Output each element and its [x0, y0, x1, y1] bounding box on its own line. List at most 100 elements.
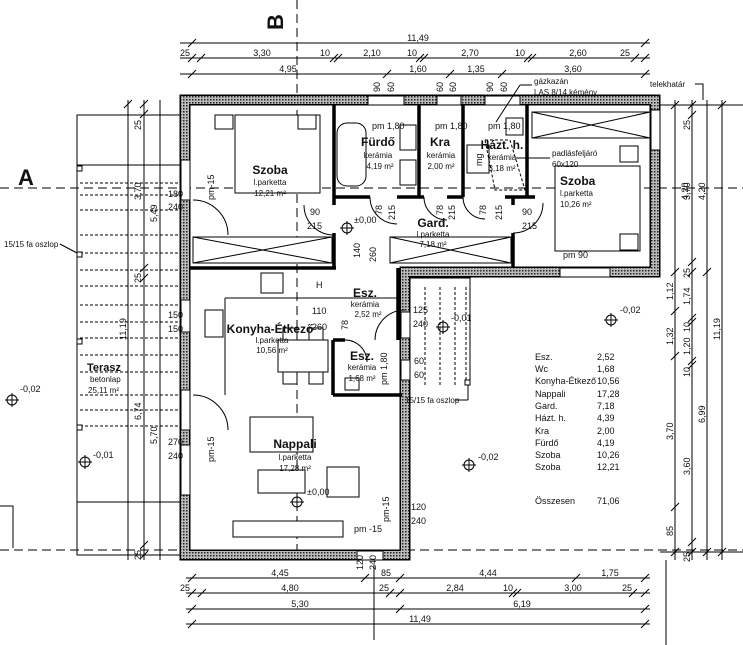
level-markers — [5, 221, 618, 509]
dim: 1,32 — [665, 327, 675, 345]
room-floor-hazt: kerámia — [488, 153, 517, 162]
dim: 5,30 — [291, 599, 309, 609]
dim-total: 11,49 — [407, 33, 429, 43]
room-area-szoba-2: 10,26 m² — [560, 200, 592, 209]
door-height: 215 — [447, 205, 457, 220]
area-row-name: Szoba — [535, 462, 561, 472]
area-total-label: Összesen — [535, 496, 575, 506]
room-name-furdo: Fürdő — [361, 135, 395, 149]
room-area-terasz: 25,11 m² — [88, 386, 119, 395]
area-row-name: Nappali — [535, 389, 566, 399]
wardrobes — [192, 111, 651, 264]
dim: 6,19 — [513, 599, 531, 609]
dim-total: 11,49 — [409, 614, 431, 624]
window-height: 60 — [414, 370, 424, 380]
terrace-right — [405, 277, 471, 386]
area-row-value: 17,28 — [597, 389, 620, 399]
area-row-name: Konyha-Étkező — [535, 376, 596, 386]
door-height: 215 — [387, 205, 397, 220]
window-height: 60 — [386, 82, 396, 92]
dim: 3,70 — [133, 182, 143, 200]
area-row-value: 2,52 — [597, 352, 615, 362]
dim: 1,75 — [601, 568, 619, 578]
terrace-left — [76, 114, 185, 556]
dim: 3,60 — [682, 457, 692, 475]
dim: 25 — [133, 120, 143, 130]
dim: 10 — [515, 48, 525, 58]
dim: 10 — [503, 583, 513, 593]
window-height: 60 — [448, 82, 458, 92]
parapet-hazt: pm 1,80 — [488, 121, 521, 131]
room-floor-kra: kerámia — [427, 151, 456, 160]
level-corridor: ±0,00 — [354, 215, 376, 225]
room-area-szoba-1: 12,21 m² — [254, 189, 286, 198]
room-floor-terasz: betonlap — [90, 375, 121, 384]
dim: 25 — [133, 273, 143, 283]
room-area-furdo: 4,19 m² — [366, 162, 393, 171]
dim: 1,20 — [682, 337, 692, 355]
room-floor-gard: l.parketta — [417, 230, 450, 239]
tv-cabinet — [232, 520, 344, 538]
door-width: 78 — [435, 205, 445, 215]
area-row-value: 4,19 — [597, 438, 615, 448]
window-width: 60 — [435, 82, 445, 92]
dim: 25 — [682, 268, 692, 278]
washing-machine — [466, 144, 490, 174]
door-width: 78 — [374, 205, 384, 215]
area-row-name: Fürdő — [535, 438, 559, 448]
dim: 11,19 — [712, 318, 722, 340]
sofa — [249, 416, 314, 453]
dim: 25 — [622, 583, 632, 593]
dim: 10 — [407, 48, 417, 58]
dim: 3,30 — [253, 48, 271, 58]
window-height: 240 — [411, 516, 426, 526]
window-width: 120 — [411, 502, 426, 512]
hob — [260, 272, 284, 294]
room-name-esz-2: Esz. — [350, 349, 374, 363]
level-terrace: -0,01 — [93, 450, 114, 460]
room-floor-konyha: l.parketta — [256, 336, 289, 345]
room-area-kra: 2,00 m² — [427, 162, 454, 171]
room-name-nappali: Nappali — [273, 437, 316, 451]
area-row-value: 10,56 — [597, 376, 620, 386]
room-area-konyha: 10,56 m² — [256, 346, 288, 355]
area-row-name: Wc — [535, 364, 548, 374]
dim: 2,60 — [569, 48, 587, 58]
dimensions-top: 11,49 25 3,30 10 2,10 10 2,70 10 2,60 25… — [180, 33, 650, 79]
axis-b-label: B — [263, 14, 288, 30]
coffee-table — [257, 469, 306, 494]
room-name-gard: Gard. — [417, 216, 448, 230]
dimensions-right: 4,20 1,12 1,32 3,70 85 25 3,70 25 1,74 1… — [660, 100, 743, 562]
parapet-szoba-1: pm-15 — [206, 174, 216, 200]
hob-label: H — [316, 280, 323, 290]
dim: 3,00 — [564, 583, 582, 593]
bathtub — [336, 122, 367, 187]
dim: 2,70 — [461, 48, 479, 58]
area-row-name: Házt. h. — [535, 413, 566, 423]
area-row-value: 1,68 — [597, 364, 615, 374]
window-width: 90 — [485, 82, 495, 92]
parapet-nappali-bottom: pm -15 — [354, 524, 382, 534]
room-floor-furdo: kerámia — [364, 151, 393, 160]
doors — [192, 196, 544, 431]
room-floor-nappali: l.parketta — [279, 453, 312, 462]
section-marker — [0, 505, 14, 548]
door-width: 78 — [478, 205, 488, 215]
parapet-kra: pm 1,80 — [435, 121, 468, 131]
level-left: -0,02 — [20, 384, 41, 394]
level-right: -0,02 — [620, 305, 641, 315]
window-width: 90 — [372, 82, 382, 92]
room-name-terasz: Terasz — [87, 362, 122, 374]
door-height: 215 — [307, 221, 322, 231]
windows — [180, 95, 661, 561]
room-floor-esz-1: kerámia — [351, 300, 380, 309]
window-width: 120 — [355, 555, 365, 570]
door-width: 90 — [522, 207, 532, 217]
window-width: 150 — [168, 310, 183, 320]
dim: 2,10 — [363, 48, 381, 58]
dim: 3,70 — [682, 182, 692, 200]
dimensions-bottom: 4,45 85 4,44 1,75 25 4,80 25 2,84 10 3,0… — [180, 560, 667, 645]
column-note-left: 15/15 fa oszlop — [4, 240, 59, 249]
dim: 25 — [620, 48, 630, 58]
dim: 1,35 — [467, 64, 485, 74]
